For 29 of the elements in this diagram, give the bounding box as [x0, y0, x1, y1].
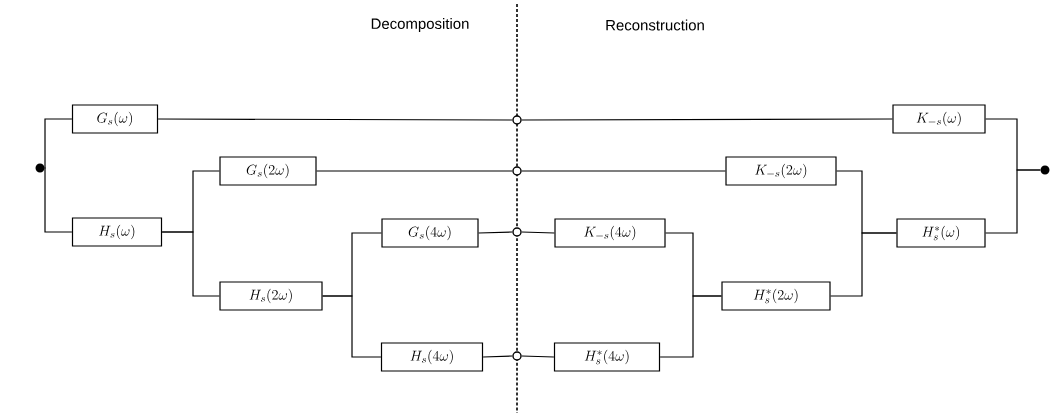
filter-box: $G_s(\omega)$: [71, 104, 159, 134]
connector-line: [521, 170, 726, 172]
filter-box: $K_{-s}(4\omega)$: [554, 218, 666, 248]
filter-box: $H_s(2\omega)$: [219, 281, 323, 311]
connector-line: [521, 231, 555, 234]
connector-line: [521, 118, 893, 121]
connector-line: [322, 295, 382, 358]
connector-line: [659, 295, 722, 358]
filter-box: $G_s(4\omega)$: [381, 218, 479, 248]
section-label: Decomposition: [371, 18, 469, 32]
filter-box: $K_{-s}(\omega)$: [892, 104, 986, 134]
filter-box: $H_s(4\omega)$: [380, 342, 484, 372]
connector-line: [44, 118, 73, 169]
connector-line: [830, 232, 897, 297]
connector-line: [521, 355, 555, 358]
filter-box: $K_{-s}(2\omega)$: [725, 156, 837, 186]
filter-box: $H_s^{*}(4\omega)$: [553, 342, 661, 372]
connector-line: [985, 169, 1041, 234]
connector-line: [482, 355, 513, 358]
connector-line: [157, 118, 513, 121]
filter-box: $H_s^{*}(\omega)$: [896, 218, 986, 248]
section-label: Reconstruction: [606, 19, 704, 31]
connector-line: [44, 167, 73, 233]
connector-line: [316, 170, 513, 172]
filter-box: $H_s^{*}(2\omega)$: [721, 281, 831, 311]
connector-line: [161, 231, 220, 297]
connector-line: [478, 231, 513, 234]
filter-box: $H_s(\omega)$: [71, 217, 163, 247]
filter-box: $G_s(2\omega)$: [219, 156, 317, 186]
